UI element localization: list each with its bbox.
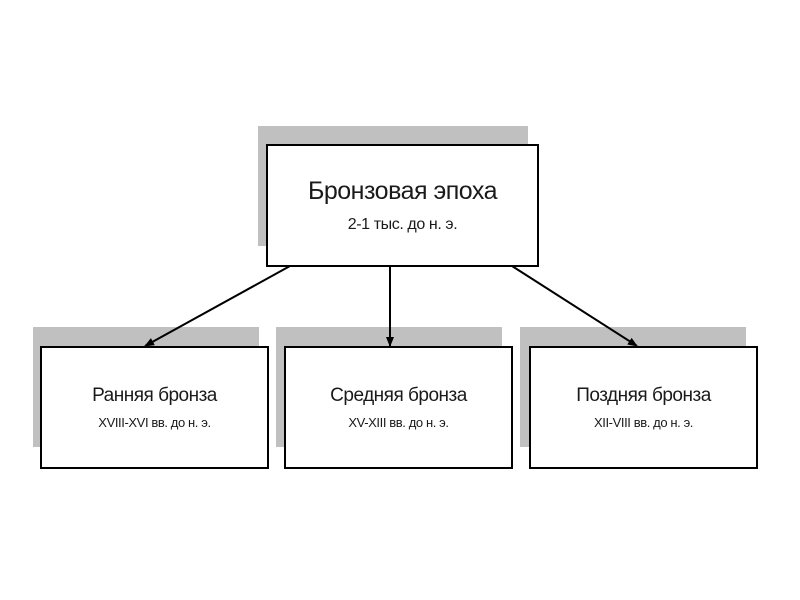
child-node-subtitle: XII-VIII вв. до н. э. bbox=[593, 415, 694, 430]
child-node-late-bronze: Поздняя бронза XII-VIII вв. до н. э. bbox=[529, 346, 758, 469]
child-node-title: Средняя бронза bbox=[330, 385, 467, 406]
arrow-to-late bbox=[511, 265, 638, 347]
child-node-title: Поздняя бронза bbox=[576, 385, 711, 406]
root-node-bronze-age: Бронзовая эпоха 2-1 тыс. до н. э. bbox=[266, 144, 539, 267]
child-node-early-bronze: Ранняя бронза XVIII-XVI вв. до н. э. bbox=[40, 346, 269, 469]
child-node-subtitle: XVIII-XVI вв. до н. э. bbox=[98, 415, 211, 430]
child-node-title: Ранняя бронза bbox=[92, 385, 217, 406]
root-node-subtitle: 2-1 тыс. до н. э. bbox=[347, 216, 458, 233]
root-node-title: Бронзовая эпоха bbox=[307, 177, 498, 205]
arrow-to-early bbox=[144, 265, 291, 347]
child-node-middle-bronze: Средняя бронза XV-XIII вв. до н. э. bbox=[284, 346, 513, 469]
child-node-subtitle: XV-XIII вв. до н. э. bbox=[348, 415, 449, 430]
